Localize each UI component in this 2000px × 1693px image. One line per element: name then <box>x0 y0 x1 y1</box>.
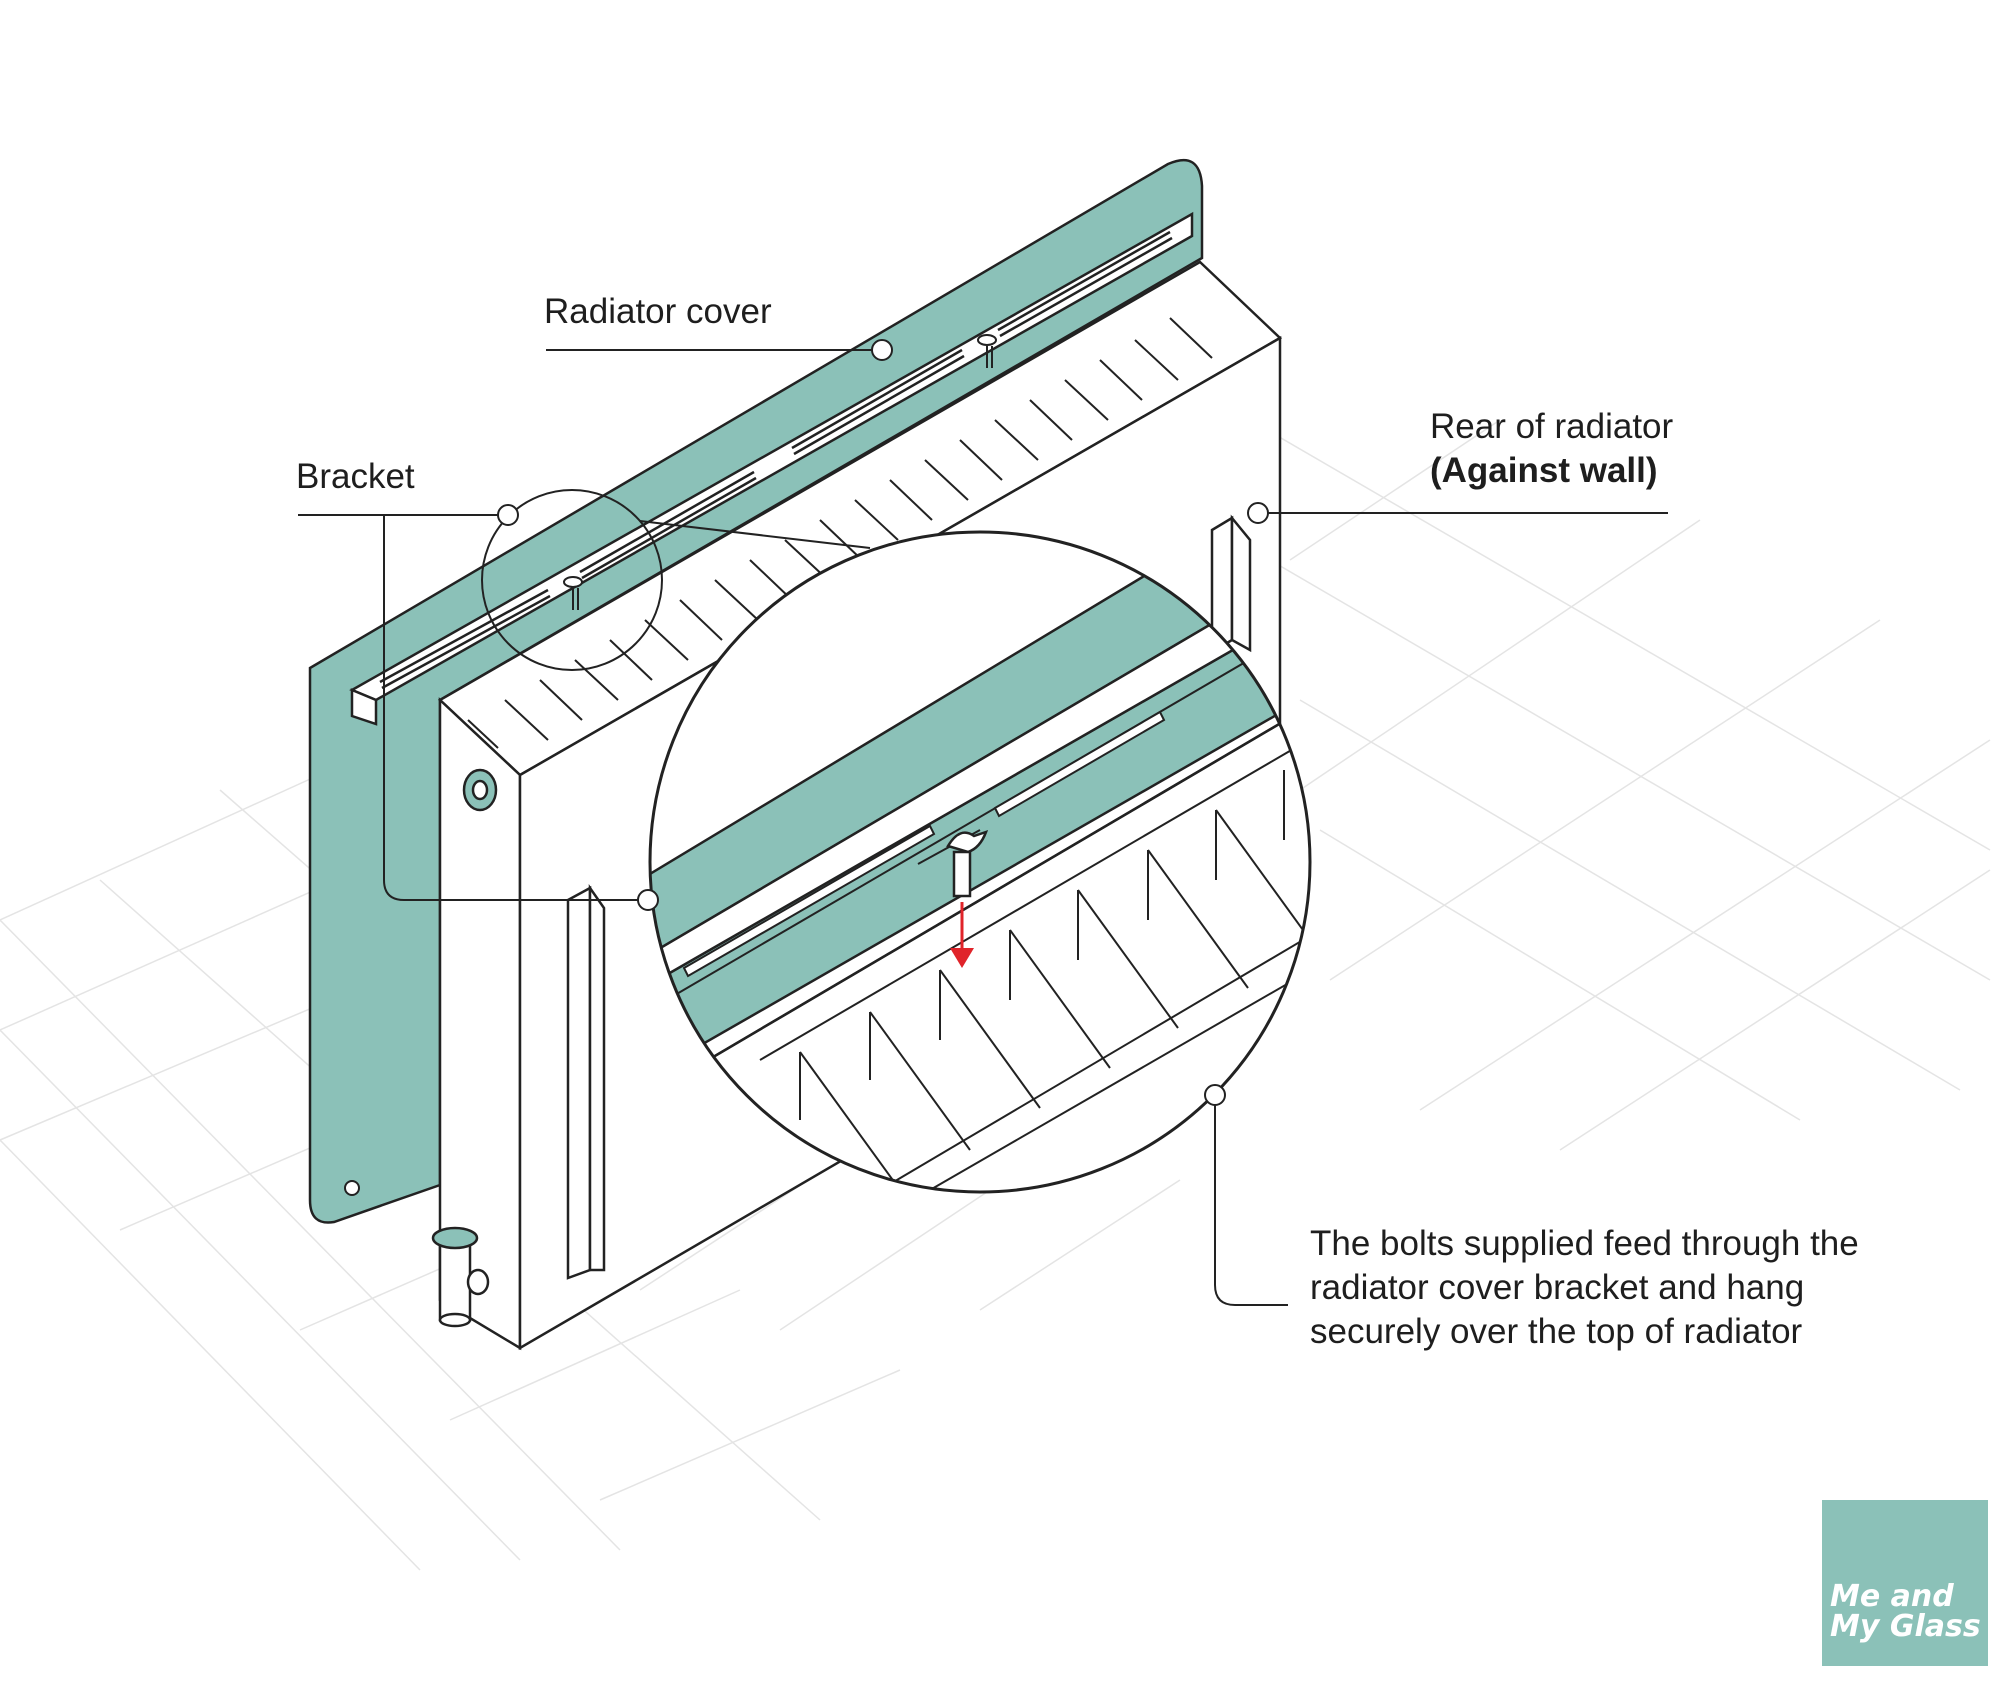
label-bracket: Bracket <box>296 457 415 496</box>
floor-grid <box>0 419 1991 1571</box>
radiator-valve-bottom <box>431 1226 490 1328</box>
zoomed-bolt <box>946 829 989 898</box>
zoom-circle <box>648 530 1312 1194</box>
leader-bolts <box>1204 1084 1288 1306</box>
label-radiator-cover: Radiator cover <box>544 292 772 331</box>
bracket-bolt <box>563 576 583 610</box>
label-rear-line2: (Against wall) <box>1430 451 1658 490</box>
brand-logo-text: Me and My Glass <box>1830 1579 1981 1644</box>
leader-rear-of-radiator <box>1247 502 1668 524</box>
radiator-valve-top <box>462 768 498 812</box>
zoom-detail <box>650 532 1310 1192</box>
leader-bracket <box>298 504 659 911</box>
label-rear-of-radiator: Rear of radiator (Against wall) <box>1430 405 1673 493</box>
brand-logo: Me and My Glass <box>1822 1500 1988 1666</box>
drop-direction-arrow <box>950 902 974 968</box>
zoom-indicator <box>481 489 663 671</box>
leader-radiator-cover <box>546 339 893 361</box>
radiator-hanger-right <box>1210 514 1252 655</box>
radiator-hanger-left <box>566 884 606 1280</box>
bracket-bolt <box>977 334 997 368</box>
label-bolts-description: The bolts supplied feed through the radi… <box>1310 1224 1859 1351</box>
label-rear-line1: Rear of radiator <box>1430 407 1674 446</box>
zoom-connector <box>639 520 871 549</box>
panel-screw-hole <box>344 1180 360 1196</box>
